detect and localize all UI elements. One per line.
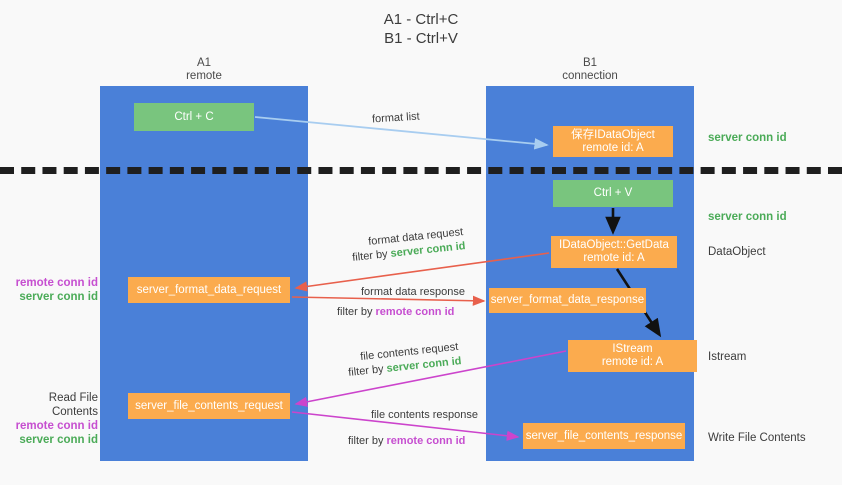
label-right-server-conn-id-1: server conn id	[708, 132, 787, 144]
lane-header-b1: B1 connection	[486, 57, 694, 83]
label-server-conn-id: server conn id	[19, 434, 98, 446]
lane-header-a1: A1 remote	[100, 57, 308, 83]
box-server-file-contents-request-label: server_file_contents_request	[135, 399, 283, 412]
edge-label-file-contents-response-filter: filter by remote conn id	[348, 434, 465, 448]
box-server-format-data-response-label: server_format_data_response	[490, 294, 645, 306]
lane-a1-subtitle: remote	[186, 70, 222, 82]
box-ctrl-c-label: Ctrl + C	[174, 110, 214, 123]
title-line-2: B1 - Ctrl+V	[384, 30, 458, 47]
edge-label-file-contents-response: file contents response	[371, 409, 479, 421]
label-remote-conn-id: remote conn id	[15, 420, 98, 432]
filter-prefix: filter by	[347, 362, 388, 379]
label-server-conn-id: server conn id	[19, 291, 98, 303]
edge-label-format-list: format list	[371, 110, 421, 126]
box-idataobject-getdata[interactable]: IDataObject::GetData remote id: A	[551, 236, 677, 268]
label-remote-conn-id: remote conn id	[15, 277, 98, 289]
filter-prefix: filter by	[348, 435, 387, 447]
box-server-file-contents-response-label: server_file_contents_response	[525, 429, 683, 442]
box-save-idataobject-line2: remote id: A	[582, 141, 644, 154]
lane-a1-name: A1	[196, 57, 212, 69]
box-server-format-data-response[interactable]: server_format_data_response	[489, 288, 646, 313]
label-read-file-contents: Read File Contents	[48, 392, 98, 418]
box-ctrl-v-label: Ctrl + V	[593, 187, 633, 199]
box-save-idataobject-line1: 保存IDataObject	[571, 128, 655, 141]
label-dataobject: DataObject	[708, 246, 766, 258]
box-server-file-contents-request[interactable]: server_file_contents_request	[128, 393, 290, 419]
box-ctrl-c[interactable]: Ctrl + C	[134, 103, 254, 131]
edge-label-format-data-response: format data response	[361, 286, 465, 298]
phase-separator-dashed-line	[0, 167, 842, 174]
filter-prefix: filter by	[337, 306, 376, 318]
page-title: A1 - Ctrl+C B1 - Ctrl+V	[0, 10, 842, 48]
label-left-read-file-contents-group: Read File Contents remote conn id server…	[8, 391, 98, 447]
box-istream-line1: IStream	[612, 343, 653, 355]
filter-key-remote-conn-id: remote conn id	[386, 435, 466, 447]
box-ctrl-v[interactable]: Ctrl + V	[553, 180, 673, 207]
box-server-format-data-request-label: server_format_data_request	[136, 283, 282, 296]
label-write-file-contents: Write File Contents	[708, 432, 806, 444]
label-istream: Istream	[708, 351, 747, 363]
label-left-conn-ids-format: remote conn id server conn id	[8, 276, 98, 304]
box-save-idataobject[interactable]: 保存IDataObject remote id: A	[553, 126, 673, 157]
edge-label-format-data-response-filter: filter by remote conn id	[337, 305, 454, 319]
box-server-file-contents-response[interactable]: server_file_contents_response	[523, 423, 685, 449]
box-istream[interactable]: IStream remote id: A	[568, 340, 697, 372]
lane-b1-subtitle: connection	[562, 70, 618, 82]
box-idataobject-getdata-line2: remote id: A	[583, 252, 645, 264]
box-idataobject-getdata-line1: IDataObject::GetData	[559, 239, 669, 251]
label-right-server-conn-id-2: server conn id	[708, 211, 787, 223]
lane-b1-name: B1	[582, 57, 598, 69]
filter-prefix: filter by	[351, 247, 392, 264]
title-line-1: A1 - Ctrl+C	[383, 11, 459, 28]
filter-key-remote-conn-id: remote conn id	[375, 306, 455, 318]
box-server-format-data-request[interactable]: server_format_data_request	[128, 277, 290, 303]
box-istream-line2: remote id: A	[601, 356, 664, 368]
